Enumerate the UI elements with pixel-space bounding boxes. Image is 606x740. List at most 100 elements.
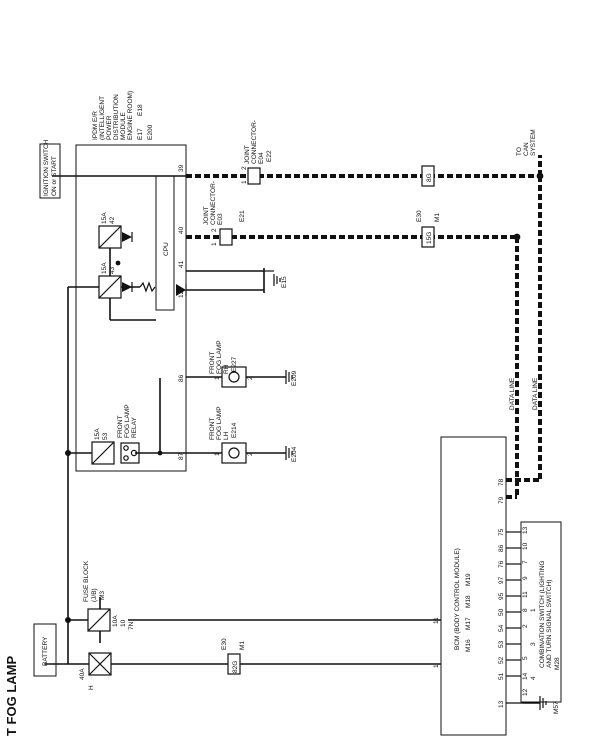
joint-e04-name-2: CONNECTOR- xyxy=(251,120,258,164)
relay-label-3: RELAY xyxy=(131,417,138,438)
bcm-name: BCM (BODY CONTROL MODULE) xyxy=(454,548,461,650)
harness-e30-bottom: E30 xyxy=(221,638,228,650)
bcm-pin-50: 50 xyxy=(498,608,505,616)
fuse-43-no: 43 xyxy=(109,266,116,274)
can-label-1: TO xyxy=(516,147,523,156)
bcm-pin-75: 75 xyxy=(498,528,505,536)
ipdm-connector-e18: E18 xyxy=(137,104,144,116)
combo-pin-1: 1 xyxy=(530,608,537,612)
pin-40: 40 xyxy=(178,226,185,234)
fog-rh-pin-2: 2 xyxy=(247,376,254,380)
combo-pin-11: 11 xyxy=(522,591,529,598)
combo-pin-12: 12 xyxy=(522,688,529,696)
bcm-pin-95: 95 xyxy=(498,592,505,600)
ipdm-name-4: DISTRIBUTION xyxy=(113,94,120,140)
combo-pin-13: 13 xyxy=(522,526,529,534)
combo-pin-5: 5 xyxy=(522,656,529,660)
ipdm-connector-e200: E200 xyxy=(147,124,154,140)
page-title: T FOG LAMP xyxy=(4,656,28,736)
bcm-pin-51: 51 xyxy=(498,672,505,680)
joint-e04-name-3: E04 xyxy=(258,152,265,164)
fuse-42-amp: 15A xyxy=(101,212,108,224)
relay-label-2: FOG LAMP xyxy=(124,404,131,438)
bcm-connector-m18: M18 xyxy=(465,595,472,608)
fog-lh-name-1: FRONT xyxy=(209,418,216,440)
relay-box xyxy=(120,442,140,464)
combo-pin-4: 4 xyxy=(530,676,537,680)
pin-12: 12 xyxy=(178,290,185,298)
joint-e03-pin-2: 2 xyxy=(211,228,218,232)
joint-e03-connector: E21 xyxy=(239,210,246,222)
page-title-text: T FOG LAMP xyxy=(4,655,19,736)
bcm-pin-54: 54 xyxy=(498,624,505,632)
pin-86: 86 xyxy=(178,374,185,382)
bcm-pin-11: 11 xyxy=(433,617,440,624)
bcm-pin-13: 13 xyxy=(498,700,505,708)
fog-rh-name-2: FOG LAMP xyxy=(216,340,223,374)
fuse-block-amp: 10A xyxy=(112,615,119,627)
fog-lh-connector: E214 xyxy=(231,422,238,438)
fog-lh-name-3: LH xyxy=(223,431,230,440)
ipdm-fuses xyxy=(91,225,122,465)
joint-e04-pin-1: 1 xyxy=(241,180,248,184)
combo-pin-2: 2 xyxy=(522,624,529,628)
combo-connector: M28 xyxy=(554,657,561,670)
fuse-42-no: 42 xyxy=(109,216,116,224)
harness-15g: 15G xyxy=(426,232,433,244)
fog-lh-ground: E204 xyxy=(291,446,298,462)
ground-m57-label: M57 xyxy=(553,701,560,714)
bcm-pin-97: 97 xyxy=(498,576,505,584)
combo-name-2: AND TURN SIGNAL SWITCH) xyxy=(546,580,553,668)
combo-name-1: COMBINATION SWITCH (LIGHTING xyxy=(539,561,546,669)
ground-e15-label: E15 xyxy=(281,276,288,288)
bcm-pin-1: 1 xyxy=(433,664,440,668)
combo-pin-10: 10 xyxy=(522,542,529,550)
ground-e209 xyxy=(285,370,293,384)
fuse-block-pin: 7N xyxy=(128,621,135,630)
ipdm-name-5: MODULE xyxy=(120,112,127,140)
harness-8g: 8G xyxy=(426,173,433,182)
fog-rh-ground: E209 xyxy=(291,370,298,386)
ipdm-connector-e17: E17 xyxy=(137,128,144,140)
bcm-pin-53: 53 xyxy=(498,640,505,648)
ignition-label-2: ON or START xyxy=(51,156,58,196)
ground-e204 xyxy=(285,446,293,460)
relay-label-1: FRONT xyxy=(117,416,124,438)
joint-e03-name-3: E03 xyxy=(217,213,224,225)
combo-pin-14: 14 xyxy=(522,672,529,680)
joint-e03-name-1: JOINT xyxy=(203,206,210,225)
fuse-53-no: 53 xyxy=(102,432,109,440)
ipdm-name-3: POWER xyxy=(106,115,113,140)
data-line-1: DATA LINE xyxy=(509,377,516,410)
fuse-43-amp: 15A xyxy=(101,262,108,274)
combo-pin-7: 7 xyxy=(522,560,529,564)
fog-rh-name-1: FRONT xyxy=(209,352,216,374)
data-line-2: DATA LINE xyxy=(532,377,539,410)
bcm-pin-79: 79 xyxy=(498,496,505,504)
joint-e03-pin-1: 1 xyxy=(211,242,218,246)
cpu-label: CPU xyxy=(163,242,170,256)
fog-lh-pin-1: 1 xyxy=(214,452,221,456)
bcm-pin-86: 86 xyxy=(498,544,505,552)
harness-m1-top: M1 xyxy=(434,213,441,222)
fuse-block-name-1: FUSE BLOCK xyxy=(83,560,90,602)
fog-rh-pin-1: 1 xyxy=(214,376,221,380)
fuse-block-fuse xyxy=(87,608,111,632)
harness-e30-top: E30 xyxy=(416,210,423,222)
fuse-53-amp: 15A xyxy=(94,428,101,440)
can-label-2: CAN xyxy=(523,142,530,156)
ipdm-name-6: ENGINE ROOM) xyxy=(127,91,134,140)
ground-m57 xyxy=(539,696,547,710)
joint-e03-name-2: CONNECTOR- xyxy=(210,181,217,225)
fuse-block-number: 10 xyxy=(120,619,127,627)
ignition-label-1: IGNITION SWITCH xyxy=(43,139,50,196)
fog-rh-connector: E227 xyxy=(231,356,238,372)
fuse-block-name-2: (J/B) xyxy=(91,588,98,602)
bcm-pin-52: 52 xyxy=(498,656,505,664)
fog-lh-name-2: FOG LAMP xyxy=(216,406,223,440)
bcm-box xyxy=(440,436,507,736)
bcm-connector-m16: M16 xyxy=(465,639,472,652)
combo-pin-9: 9 xyxy=(522,576,529,580)
fog-lh-pin-2: 2 xyxy=(247,452,254,456)
bcm-pin-76: 76 xyxy=(498,560,505,568)
